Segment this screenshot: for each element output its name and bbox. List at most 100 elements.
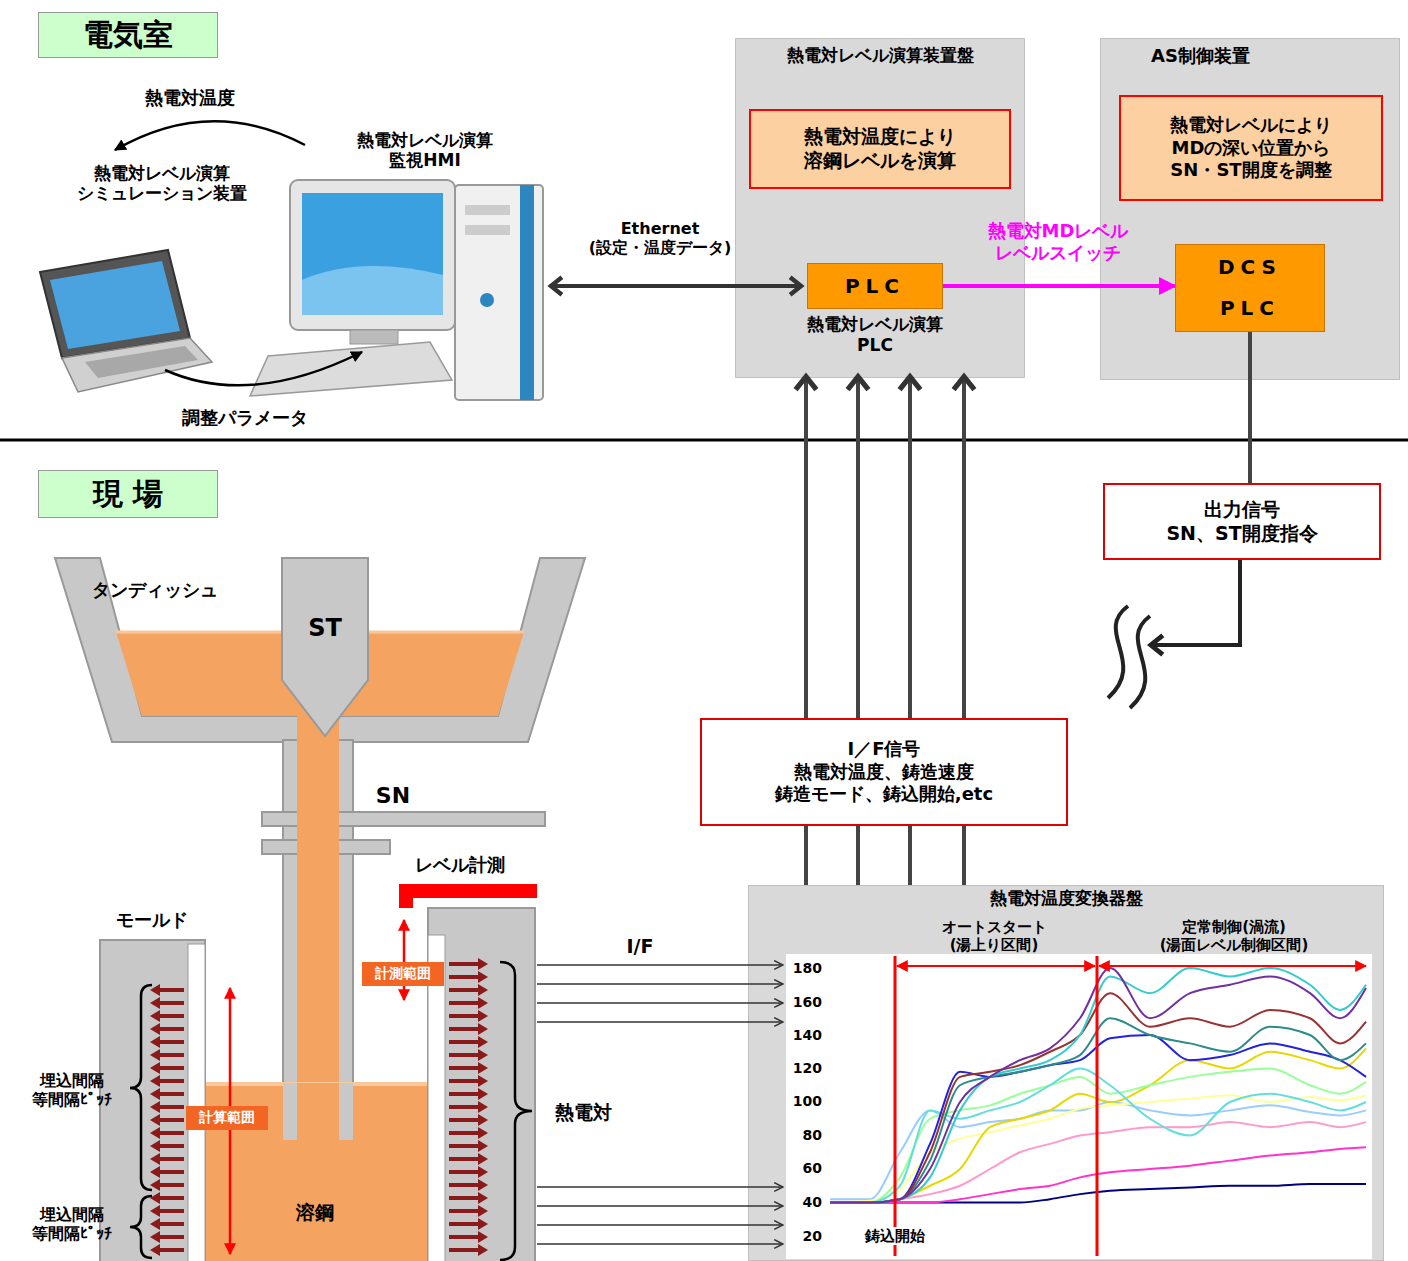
text-line: 計算範囲 xyxy=(199,1109,255,1127)
text-line: 100 xyxy=(793,1093,822,1110)
label-text: 熱電対 xyxy=(555,1101,612,1124)
text-line: オートスタート xyxy=(942,918,1047,936)
text-line: モールド xyxy=(116,909,188,931)
text-line: 鋳造モード、鋳込開始,etc xyxy=(775,783,993,806)
thermocouple-arrow xyxy=(478,1231,488,1243)
range-arrow xyxy=(230,920,404,1254)
axis-tick: 100 xyxy=(793,1093,822,1110)
if-line xyxy=(537,1002,783,1003)
text-line: AS制御装置 xyxy=(1151,45,1250,68)
text-line: 120 xyxy=(793,1060,822,1077)
output-wire xyxy=(1130,616,1150,708)
text-line: 埋込間隔 xyxy=(32,1205,112,1224)
thermocouple-arrow xyxy=(150,1049,160,1061)
pc-icon xyxy=(455,185,543,400)
thermocouple-arrow xyxy=(449,1105,480,1109)
thermocouple-arrow xyxy=(158,988,184,992)
thermocouple-arrow xyxy=(158,1040,184,1044)
thermocouple-arrow xyxy=(158,1196,184,1200)
range-tag: 計算範囲 xyxy=(186,1106,268,1130)
brace xyxy=(130,1196,152,1258)
function-box: 熱電対温度により 溶鋼レベルを演算 xyxy=(749,109,1011,189)
text-line: 熱電対温度 xyxy=(145,87,235,109)
laptop-icon xyxy=(50,261,180,349)
brace xyxy=(130,962,532,1260)
box-text: 計算範囲 xyxy=(199,1109,255,1127)
thermocouple-arrow xyxy=(158,1066,184,1070)
range-arrow xyxy=(229,988,232,1254)
thermocouple-arrow xyxy=(449,1131,480,1135)
text-line: I／F信号 xyxy=(848,738,921,761)
text-line: (湯上り区間) xyxy=(942,936,1047,954)
area-tag: 電気室 xyxy=(38,12,218,58)
pc-icon xyxy=(302,266,443,315)
thermocouple-arrow xyxy=(150,1010,160,1022)
axis-tick: 40 xyxy=(803,1194,822,1211)
text-line: 180 xyxy=(793,960,822,977)
box-text: 熱電対レベルにより MDの深い位置から SN・ST開度を調整 xyxy=(1170,114,1332,182)
text-line: 溶鋼レベルを演算 xyxy=(804,149,956,173)
thermocouple-arrow xyxy=(478,997,488,1009)
text-line: (湯面レベル制御区間) xyxy=(1160,936,1309,954)
text-line: 熱電対温度により xyxy=(804,125,956,149)
label-text: 調整パラメータ xyxy=(182,407,308,429)
if-line xyxy=(537,1224,783,1225)
thermocouple-arrow xyxy=(449,1001,480,1005)
thermocouple-arrow xyxy=(478,1140,488,1152)
text-line: 60 xyxy=(803,1160,822,1177)
mold xyxy=(205,1083,428,1261)
thermocouple-arrow xyxy=(449,988,480,992)
thermocouple-arrow xyxy=(478,1153,488,1165)
pc-icon xyxy=(520,185,534,400)
thermocouple-arrow xyxy=(150,958,488,1256)
text-line: PLC xyxy=(1218,288,1282,329)
text-line: シミュレーション装置 xyxy=(77,183,247,203)
thermocouple-arrow xyxy=(449,1040,480,1044)
laptop-icon xyxy=(85,346,198,378)
thermocouple-arrow xyxy=(478,1023,488,1035)
thermocouple-arrow xyxy=(449,1170,480,1174)
pc-icon xyxy=(465,205,510,215)
axis-tick: 120 xyxy=(793,1060,822,1077)
axis-tick: 160 xyxy=(793,994,822,1011)
thermocouple-arrow xyxy=(150,1075,160,1087)
text-line: 出力信号 xyxy=(1204,498,1280,522)
box-text: I／F信号 xyxy=(848,738,921,761)
tundish xyxy=(55,558,585,742)
plc-box: PLC熱電対レベル演算 PLC xyxy=(807,263,943,309)
thermocouple-arrow xyxy=(150,1192,160,1204)
text-line: PLC xyxy=(807,335,943,356)
text-line: レベル計測 xyxy=(415,854,505,876)
chart-area xyxy=(786,954,1372,1259)
box-text: PLC xyxy=(845,274,905,299)
thermocouple-arrow xyxy=(478,984,488,996)
submerged-nozzle xyxy=(297,712,339,1142)
text-line: MDの深い位置から xyxy=(1170,137,1332,160)
thermocouple-arrow xyxy=(478,1088,488,1100)
area-tag: 現 場 xyxy=(38,470,218,518)
text-line: タンディッシュ xyxy=(92,579,218,601)
text-line: (設定・温度データ) xyxy=(589,238,732,257)
text-line: SN、ST開度指令 xyxy=(1166,522,1317,546)
thermocouple-arrow xyxy=(158,1118,184,1122)
axis-tick: 180 xyxy=(793,960,822,977)
text-line: 計測範囲 xyxy=(375,965,431,983)
label-text: モールド xyxy=(116,909,188,931)
thermocouple-arrow xyxy=(158,1131,184,1135)
cabinet-panel: 熱電対温度により 溶鋼レベルを演算PLC熱電対レベル演算 PLC熱電対レベル演算… xyxy=(735,38,1025,378)
label-text: 熱電対レベル演算 シミュレーション装置 xyxy=(77,163,247,204)
thermocouple-arrow xyxy=(449,975,480,979)
mold xyxy=(297,1083,339,1161)
thermocouple-arrow xyxy=(478,1101,488,1113)
thermocouple-arrow xyxy=(449,1079,480,1083)
text-line: 熱電対 xyxy=(555,1101,612,1124)
text-line: I/F xyxy=(627,935,654,958)
thermocouple-arrow xyxy=(478,1218,488,1230)
box-text: 現 場 xyxy=(93,475,163,513)
pc-icon xyxy=(302,193,443,315)
label-text: 熱電対レベル演算 監視HMI xyxy=(357,130,493,171)
thermocouple-arrow xyxy=(150,1244,160,1256)
label-text: 溶鋼 xyxy=(296,1201,334,1224)
thermocouple-arrow xyxy=(150,1166,160,1178)
label-text: I/F xyxy=(627,935,654,958)
